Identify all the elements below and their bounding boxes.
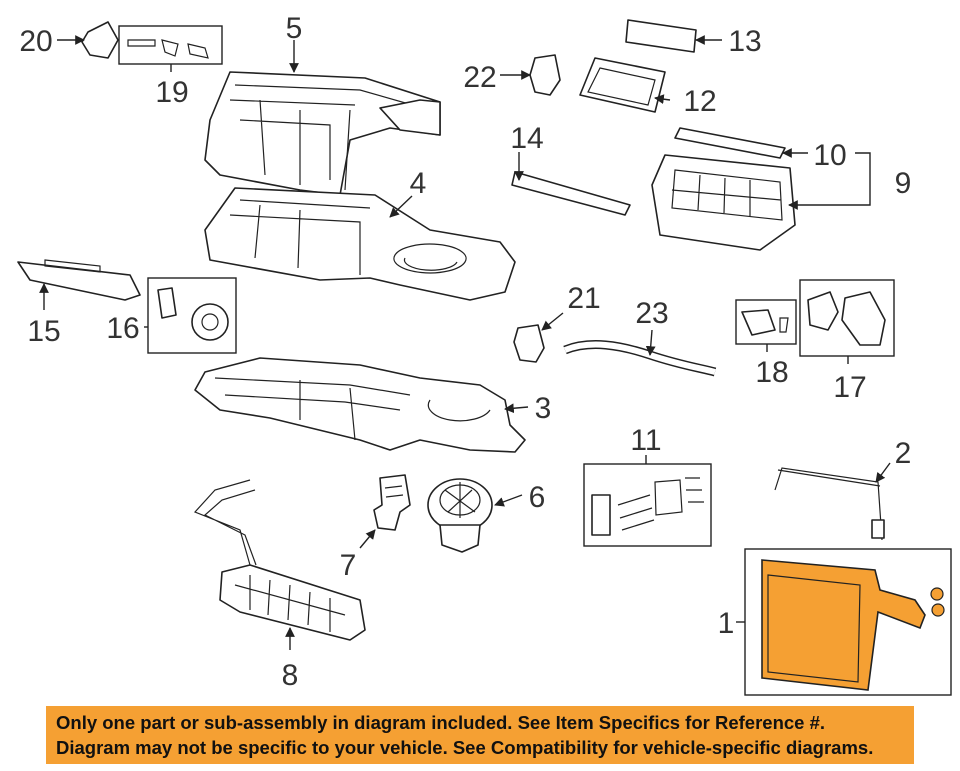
box-17-contents — [807, 291, 886, 346]
callout-8: 8 — [282, 659, 299, 692]
disclaimer-banner: Only one part or sub-assembly in diagram… — [46, 706, 914, 764]
part-20-actuator — [81, 21, 119, 59]
callout-11: 11 — [630, 424, 661, 457]
callout-22: 22 — [463, 61, 496, 94]
part-7-resistor — [373, 474, 411, 531]
callout-10: 10 — [813, 139, 846, 172]
box-19 — [118, 25, 223, 65]
callout-21: 21 — [567, 282, 600, 315]
part-13-strip — [625, 19, 697, 53]
callout-17: 17 — [833, 371, 866, 404]
callout-19: 19 — [155, 76, 188, 109]
callout-3: 3 — [535, 392, 552, 425]
part-8-heater-core — [193, 479, 366, 641]
callout-15: 15 — [27, 315, 60, 348]
callout-numbers: 5 4 3 2 6 7 8 9 10 11 12 13 14 15 16 17 … — [19, 12, 911, 692]
part-5-housing — [204, 71, 441, 196]
leader-lines — [39, 35, 891, 650]
part-23-hose — [563, 340, 717, 377]
box-18 — [735, 299, 797, 345]
part-14-strip — [511, 171, 631, 216]
callout-18: 18 — [755, 356, 788, 389]
box-17 — [799, 279, 895, 357]
callout-9: 9 — [895, 167, 912, 200]
disclaimer-line-1: Only one part or sub-assembly in diagram… — [56, 712, 826, 733]
part-9-evaporator-case — [651, 154, 796, 251]
callout-16: 16 — [106, 312, 139, 345]
callout-1: 1 — [718, 607, 735, 640]
part-15-panel — [17, 259, 141, 301]
part-10-seal — [674, 127, 786, 159]
callout-4: 4 — [410, 167, 427, 200]
callout-14: 14 — [510, 122, 543, 155]
box-11 — [583, 463, 712, 547]
box-19-contents — [127, 39, 209, 59]
part-6-blower-motor — [427, 478, 493, 553]
part-22-actuator — [529, 54, 561, 96]
part-12-filter — [579, 57, 666, 113]
part-2-harness — [774, 467, 885, 541]
callout-12: 12 — [683, 85, 716, 118]
callout-7: 7 — [340, 549, 357, 582]
callout-2: 2 — [895, 437, 912, 470]
part-4-housing — [204, 187, 516, 301]
part-3-case — [194, 357, 526, 453]
callout-5: 5 — [286, 12, 303, 45]
box-16-contents — [157, 287, 229, 341]
callout-23: 23 — [635, 297, 668, 330]
disclaimer-line-2: Diagram may not be specific to your vehi… — [56, 737, 874, 758]
part-1-evaporator — [761, 559, 945, 691]
callout-20: 20 — [19, 25, 52, 58]
callout-13: 13 — [728, 25, 761, 58]
box-16 — [147, 277, 237, 354]
part-21-actuator — [513, 324, 545, 363]
box-18-contents — [741, 309, 789, 336]
box-11-contents — [591, 477, 704, 536]
callout-6: 6 — [529, 481, 546, 514]
